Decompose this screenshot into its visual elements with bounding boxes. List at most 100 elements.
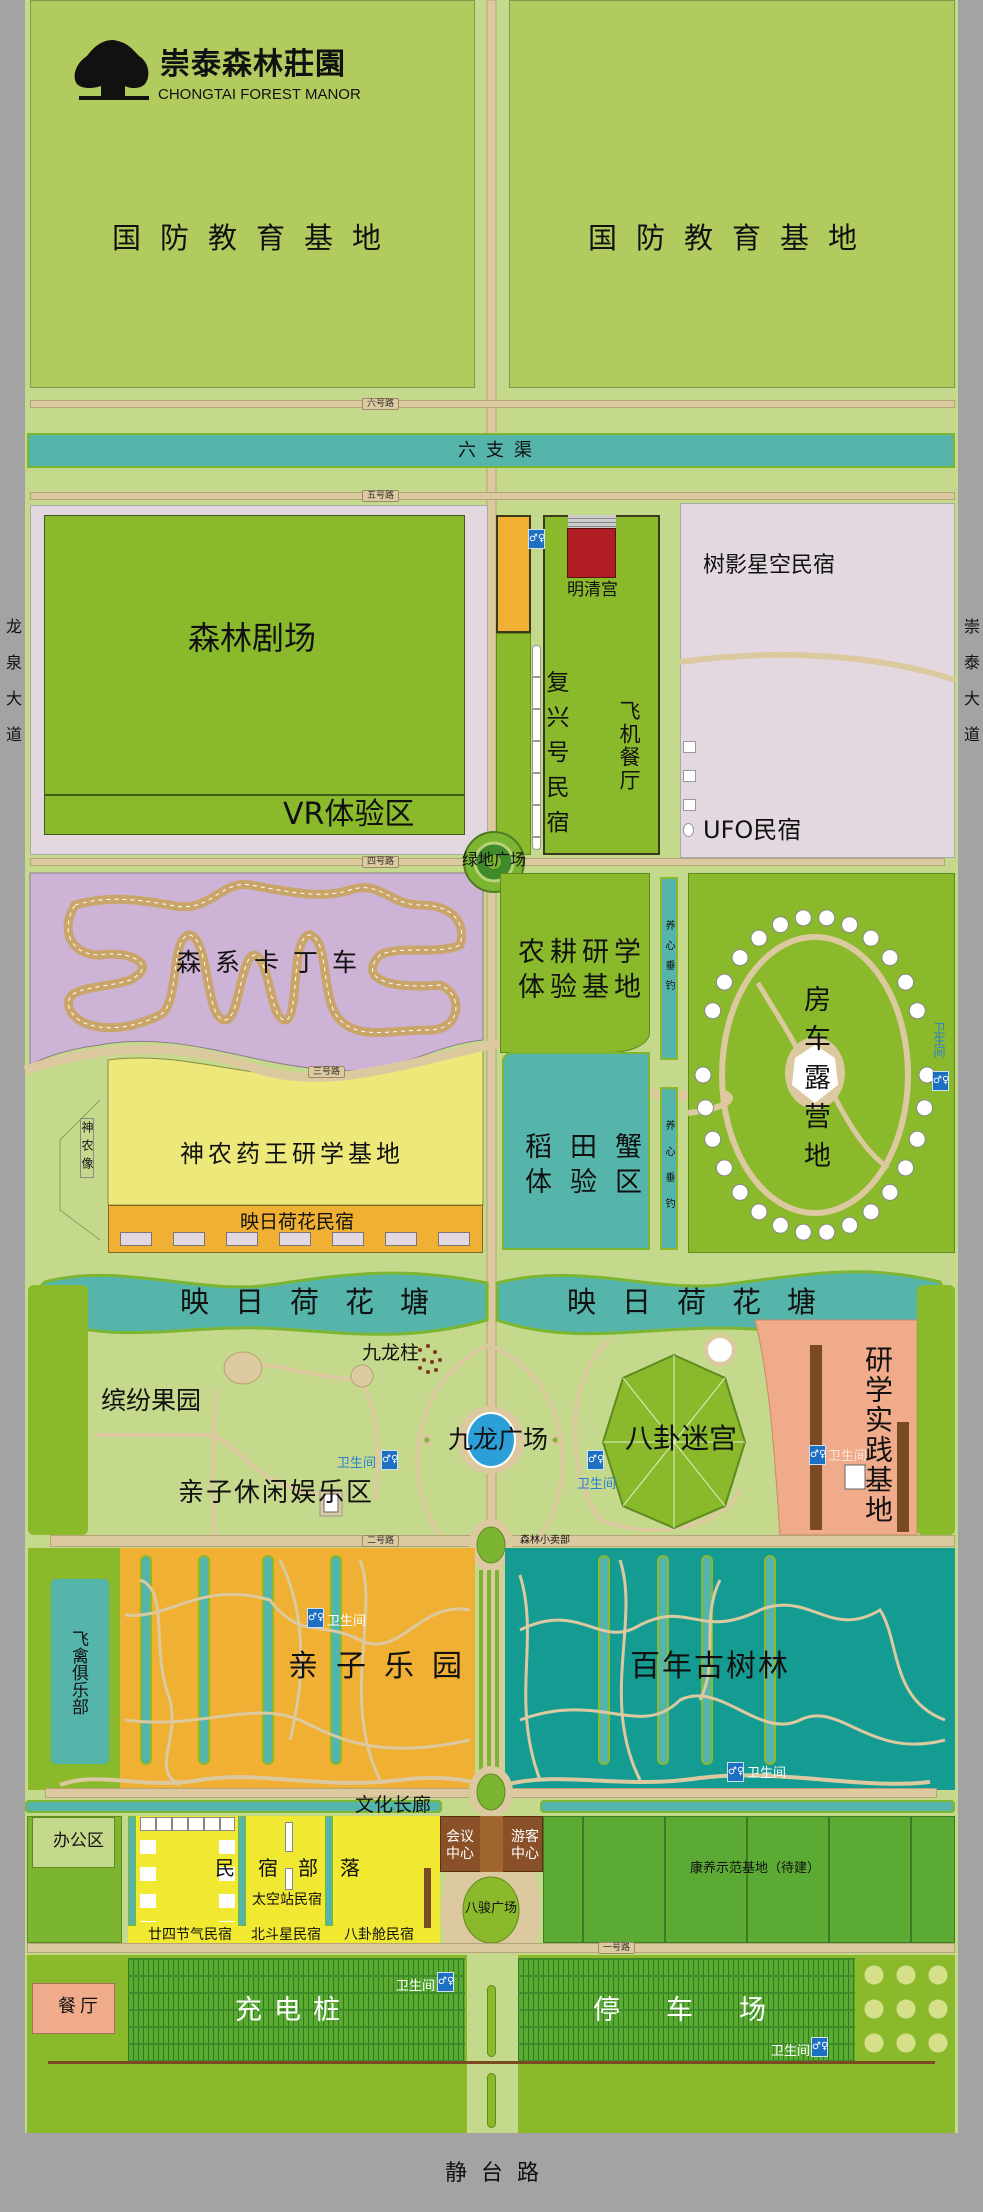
study-base-area	[754, 1319, 918, 1536]
tent-icon	[731, 1183, 749, 1201]
tent-icon	[694, 1066, 712, 1084]
label-kart: 森系卡丁车	[176, 948, 372, 977]
road-five-label: 五号路	[362, 490, 400, 502]
label-mingqing: 明清宫	[567, 580, 618, 600]
crab-zone	[502, 1052, 650, 1250]
tent-icon	[731, 949, 749, 967]
green-plaza-shape	[463, 831, 525, 893]
tent-icon	[715, 1159, 733, 1177]
tent-icon	[771, 1216, 789, 1234]
label-village-1: 民	[215, 1856, 235, 1880]
label-shennong: 神农药王研学基地	[180, 1140, 404, 1168]
bird-club	[50, 1578, 110, 1765]
label-office: 办公区	[53, 1831, 104, 1851]
label-solar-terms: 廿四节气民宿	[148, 1927, 232, 1943]
toilet-icon: ♂♀	[811, 2037, 828, 2057]
ufo-icon	[683, 823, 694, 837]
parking-stalls	[518, 1958, 855, 2062]
label-bagua-cabin: 八卦舱民宿	[344, 1927, 414, 1943]
tent-icon	[908, 1130, 926, 1148]
label-shuying: 树影星空民宿	[703, 553, 836, 578]
tree-logo-icon	[74, 40, 149, 100]
central-lanes	[479, 1570, 503, 1775]
label-green-plaza: 绿地广场	[462, 850, 527, 869]
tent-icon	[696, 1099, 714, 1117]
label-village-2: 宿	[258, 1856, 278, 1880]
tent-icon	[897, 973, 915, 991]
label-culture-corridor: 文化长廊	[355, 1794, 432, 1816]
label-fishing-2: 养心垂钓	[663, 1120, 674, 1224]
toilet-label: 卫生间	[396, 1979, 436, 1994]
wellness-base	[543, 1816, 955, 1943]
toilet-icon: ♂♀	[528, 529, 545, 549]
label-farming: 农耕研学 体验基地	[518, 937, 646, 1004]
toilet-icon: ♂♀	[727, 1762, 744, 1782]
label-pond-right: 映日荷花塘	[567, 1285, 843, 1319]
canal-strip	[701, 1555, 713, 1765]
toilet-label: 卫生间	[828, 1449, 868, 1464]
toilet-label: 卫生间	[747, 1766, 787, 1781]
label-orchard: 缤纷果园	[101, 1386, 202, 1415]
label-road-west: 龙泉大道	[3, 618, 22, 762]
tent-icon	[818, 1223, 836, 1241]
label-bird-club: 飞禽俱乐部	[68, 1630, 88, 1715]
roundabout-culture	[469, 1766, 513, 1818]
tent-icon	[704, 1002, 722, 1020]
roundabout-two	[469, 1519, 513, 1571]
label-theater: 森林剧场	[188, 619, 317, 657]
tent-icon	[715, 973, 733, 991]
tent-icon	[897, 1159, 915, 1177]
road-four-label: 四号路	[362, 856, 400, 868]
label-village-3: 部	[298, 1856, 318, 1880]
mingqing-palace	[567, 528, 616, 578]
label-fuxing: 复兴号民宿	[542, 670, 568, 845]
fuxing-train	[532, 645, 541, 850]
toilet-icon: ♂♀	[437, 1972, 454, 1992]
label-ufo: UFO民宿	[703, 816, 802, 844]
tent-icon	[881, 949, 899, 967]
vr-zone	[44, 795, 465, 835]
tent-icon	[881, 1183, 899, 1201]
park-paths	[95, 1338, 742, 1541]
toilet-label: 卫生间	[337, 1456, 377, 1471]
label-visitor: 游客 中心	[511, 1829, 539, 1862]
label-shennong-statue: 神农像	[80, 1118, 94, 1178]
label-bagua-maze: 八卦迷宫	[625, 1422, 738, 1455]
lotus-inn-rooms	[120, 1232, 470, 1246]
tent-icon	[704, 1130, 722, 1148]
toilet-icon: ♂♀	[932, 1071, 949, 1091]
label-lotus-inn: 映日荷花民宿	[240, 1211, 355, 1233]
fishing-strip-2	[660, 1087, 678, 1250]
toilet-icon: ♂♀	[809, 1445, 826, 1465]
logo-title: 崇泰森林莊園	[160, 47, 346, 82]
label-space-station: 太空站民宿	[252, 1892, 322, 1908]
label-plane: 飞机餐厅	[617, 700, 641, 792]
old-tree-forest	[505, 1548, 955, 1790]
defense-base-right	[509, 0, 955, 388]
office	[32, 1817, 115, 1868]
canal-strip	[140, 1555, 152, 1765]
tent-icon	[862, 929, 880, 947]
label-vr: VR体验区	[283, 797, 415, 832]
toilet-label: 卫生间	[327, 1614, 367, 1629]
label-study-base: 研学实践基地	[861, 1345, 894, 1525]
farming-base	[500, 873, 650, 1053]
tent-icon	[916, 1099, 934, 1117]
green-strip-right	[917, 1285, 955, 1535]
label-shop: 森林小卖部	[520, 1535, 570, 1546]
nine-pillars-icon	[418, 1344, 442, 1374]
fishing-strip-1	[660, 877, 678, 1060]
label-canal: 六支渠	[458, 440, 542, 461]
tree-icons	[858, 1958, 955, 2062]
road-one-label: 一号路	[598, 1942, 636, 1954]
canal-six	[27, 433, 955, 468]
road-three-label: 三号路	[308, 1066, 346, 1078]
forest-theater	[44, 515, 465, 795]
village	[128, 1816, 440, 1943]
label-defense-left: 国防教育基地	[112, 221, 401, 255]
rv-toilet-label: 卫生间	[932, 1022, 946, 1058]
tent-icon	[794, 909, 812, 927]
label-village-4: 落	[340, 1856, 360, 1880]
label-nine-pillars: 九龙柱	[362, 1342, 420, 1364]
